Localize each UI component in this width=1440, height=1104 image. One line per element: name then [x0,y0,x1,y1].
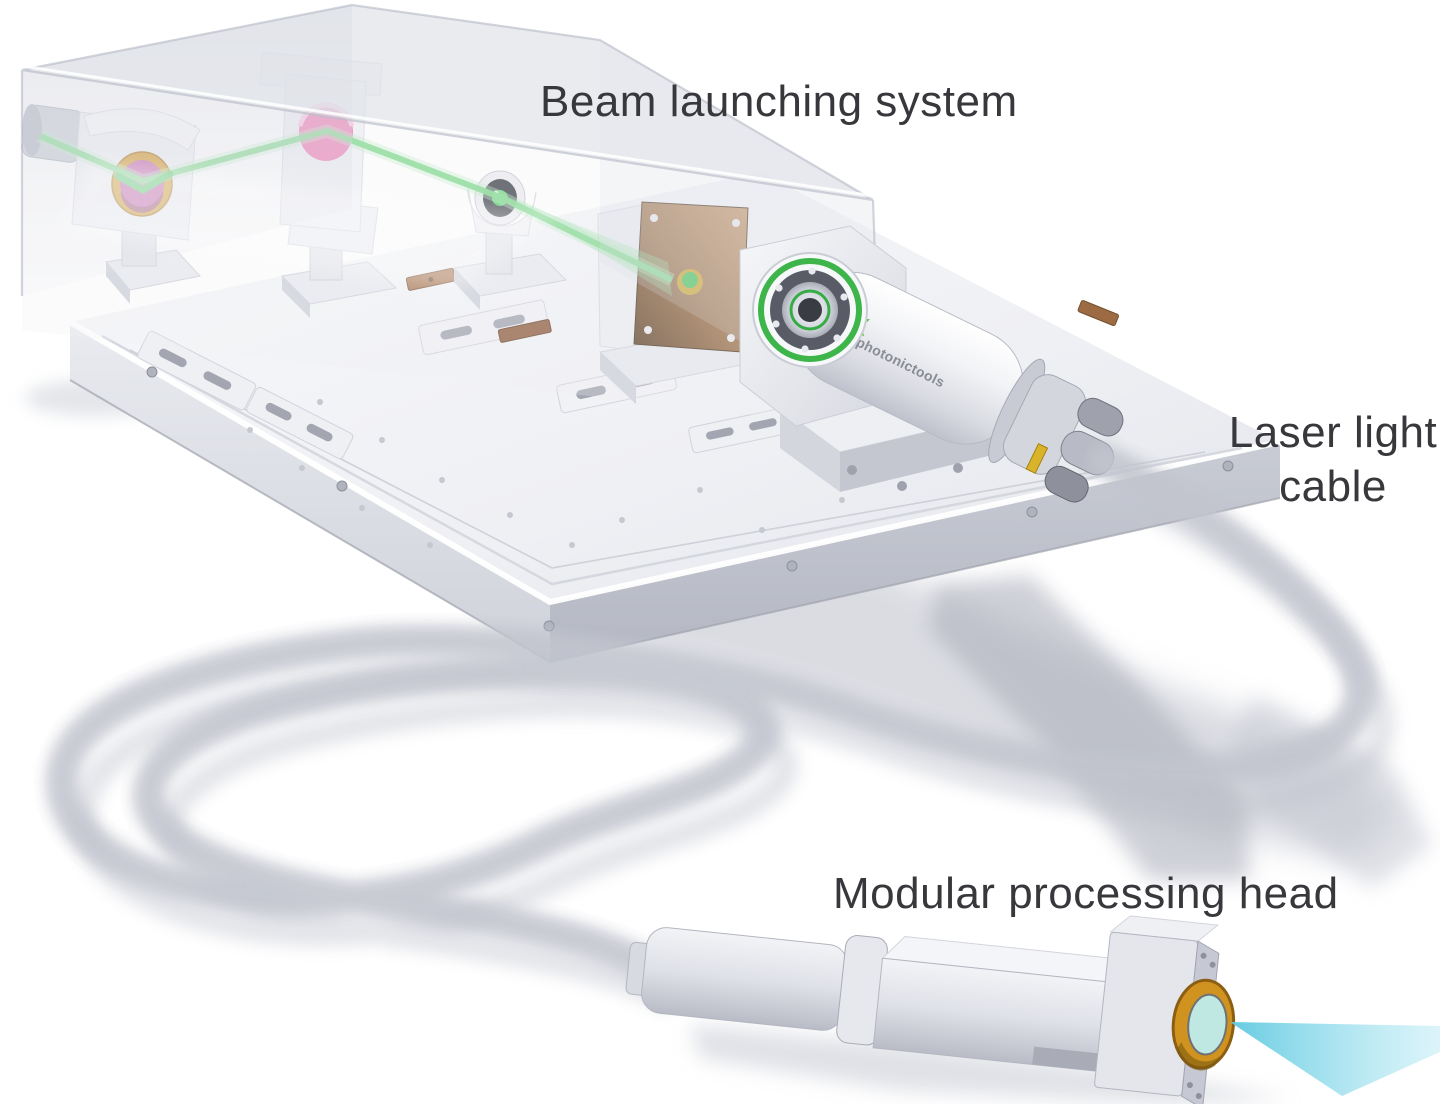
enclosure-edge-highlight [21,64,874,198]
enclosure-sheen [60,160,560,290]
head-body-step [1032,1046,1106,1072]
bronze-plate-screws [644,214,740,342]
breadboard-bevel-highlight [68,319,1281,606]
adapter-base-front [600,352,636,404]
faceplate-screws [1186,952,1216,1100]
bevel-screws [146,366,1234,632]
focus-lens-inner [1187,993,1228,1056]
breadboard-bevel-inner [101,334,1243,586]
fiber-coupler-assembly: photonictools [739,225,1124,503]
label-modular-processing-head: Modular processing head [833,869,1339,918]
adapter-optic-green [682,272,698,288]
coupler-riser-front [780,408,840,492]
lens-base-front [282,276,310,318]
figure-labels: Beam launching system Laser light cable … [540,77,1437,918]
flange-bolts [772,267,848,353]
breadboard-side-left [70,322,550,662]
label-laser-light-line2: cable [1279,462,1387,511]
focus-lens-shade [1176,1041,1221,1071]
label-beam-launching-system: Beam launching system [540,77,1018,126]
label-laser-light-line1: Laser light [1229,408,1438,457]
output-beam [1230,1022,1440,1096]
mirror-base-front [106,262,130,304]
clamp-blocks [137,299,799,460]
enclosure-top-face [22,5,873,200]
flange-green-ring [758,258,862,362]
enclosure-edges [20,3,883,427]
coupler-flange [752,252,868,368]
breadboard-side-right [550,442,1280,662]
flange-inner-green [789,289,831,331]
riser-bolts [847,441,1001,491]
processing-head [625,915,1236,1104]
head-connector [641,927,849,1031]
flange-center [798,298,822,322]
